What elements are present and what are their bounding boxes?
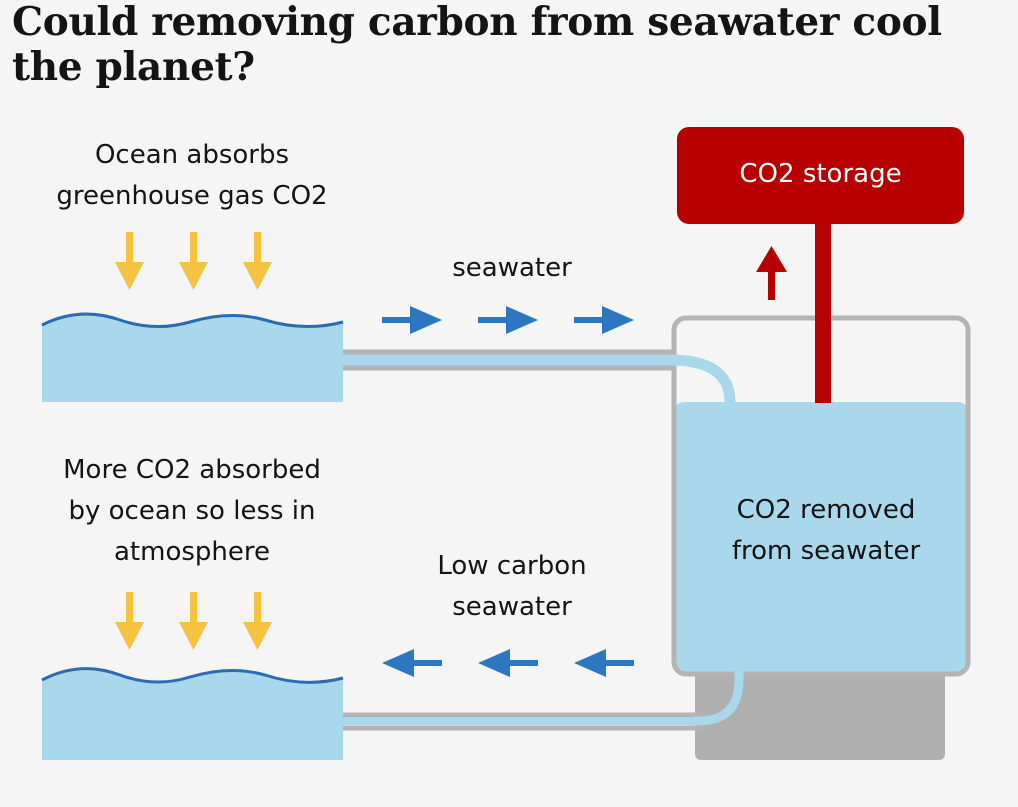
label-low-carbon: Low carbon seawater: [437, 551, 587, 622]
down-arrow-icon: [179, 232, 208, 290]
label-seawater: seawater: [452, 253, 572, 283]
left-arrow-icon: [382, 649, 442, 677]
bottom-pipe: [342, 668, 744, 731]
label-co2-removed: CO2 removed from seawater: [731, 495, 921, 566]
title-line-1: Could removing carbon from seawater cool: [12, 0, 942, 45]
bottom-absorb-arrows: [115, 592, 272, 650]
top-pipe: [342, 349, 736, 403]
top-absorb-arrows: [115, 232, 272, 290]
title-line-2: the planet?: [12, 44, 255, 90]
down-arrow-icon: [115, 592, 144, 650]
bottom-wave-line: [41, 667, 344, 684]
co2-storage-box: [677, 127, 964, 224]
right-arrow-icon: [574, 306, 634, 334]
up-arrow-icon: [756, 246, 787, 300]
right-arrow-icon: [382, 306, 442, 334]
tank-water: [674, 402, 968, 674]
down-arrow-icon: [243, 592, 272, 650]
bottom-ocean: [41, 667, 344, 760]
label-co2-storage: CO2 storage: [739, 159, 902, 189]
left-arrow-icon: [478, 649, 538, 677]
top-ocean: [41, 312, 344, 402]
page-title: Could removing carbon from seawater cool…: [12, 0, 1002, 90]
tank-base: [695, 668, 945, 760]
seawater-flow-arrows: [382, 306, 634, 334]
down-arrow-icon: [115, 232, 144, 290]
down-arrow-icon: [243, 232, 272, 290]
down-arrow-icon: [179, 592, 208, 650]
low-carbon-flow-arrows: [382, 649, 634, 677]
top-wave-line: [41, 312, 344, 329]
right-arrow-icon: [478, 306, 538, 334]
label-ocean-absorbs: Ocean absorbs greenhouse gas CO2: [56, 140, 328, 211]
left-arrow-icon: [574, 649, 634, 677]
storage-pipe: [815, 215, 831, 403]
label-more-co2: More CO2 absorbed by ocean so less in at…: [63, 455, 321, 567]
